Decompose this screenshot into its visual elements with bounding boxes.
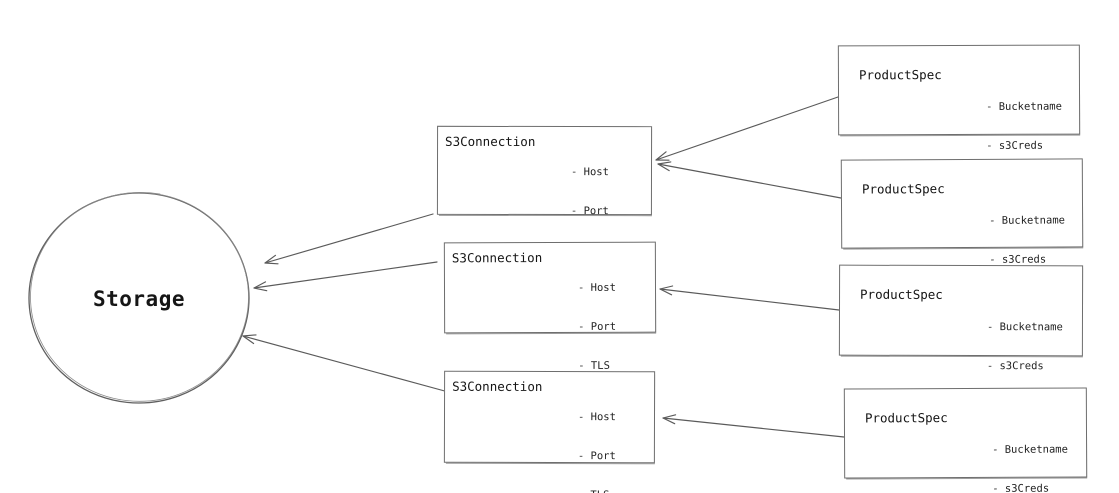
s3connection-title: S3Connection: [451, 250, 543, 266]
attribute-port: - Port: [570, 205, 609, 218]
attribute-s3creds: - s3Creds: [986, 360, 1044, 373]
arrow-productspec-3-to-s3connection-2: [659, 285, 840, 311]
attribute-host: - Host: [577, 411, 616, 424]
s3connection-box-3: S3Connection - Host - Port - TLS: [443, 370, 656, 493]
productspec-box-4: ProductSpec - Bucketname - s3Creds: [843, 387, 1088, 493]
s3connection-box-2: S3Connection - Host - Port - TLS: [443, 241, 657, 372]
arrow-s3connection-3-to-storage: [242, 334, 453, 394]
productspec-box-1: ProductSpec - Bucketname - s3Creds: [837, 44, 1081, 152]
productspec-title: ProductSpec: [861, 181, 945, 197]
productspec-title: ProductSpec: [864, 410, 948, 426]
productspec-box-3: ProductSpec - Bucketname - s3Creds: [838, 264, 1084, 372]
attribute-bucketname: - Bucketname: [989, 214, 1065, 227]
attribute-tls: - TLS: [578, 489, 616, 493]
arrow-productspec-4-to-s3connection-3: [662, 414, 845, 438]
attribute-bucketname: - Bucketname: [992, 443, 1068, 456]
attribute-port: - Port: [577, 450, 616, 463]
attribute-host: - Host: [577, 281, 616, 294]
arrow-s3connection-2-to-storage: [253, 261, 438, 292]
productspec-attributes: - Bucketname - s3Creds: [992, 418, 1068, 493]
attribute-bucketname: - Bucketname: [986, 100, 1062, 113]
productspec-attributes: - Bucketname - s3Creds: [987, 295, 1063, 399]
attribute-host: - Host: [570, 166, 609, 179]
s3connection-title: S3Connection: [452, 378, 543, 394]
productspec-title: ProductSpec: [858, 67, 942, 83]
attribute-s3creds: - s3Creds: [992, 482, 1050, 493]
s3connection-title: S3Connection: [445, 133, 536, 149]
attribute-s3creds: - s3Creds: [986, 139, 1044, 152]
s3connection-attributes: - Host - Port - TLS: [578, 385, 616, 493]
productspec-title: ProductSpec: [860, 286, 943, 302]
arrow-productspec-1-to-s3connection-1: [655, 96, 839, 161]
arrow-productspec-2-to-s3connection-1: [657, 161, 842, 199]
s3connection-box-1: S3Connection - Host - Port - TLS: [436, 125, 653, 256]
attribute-port: - Port: [578, 320, 617, 333]
arrow-s3connection-1-to-storage: [264, 213, 434, 265]
productspec-box-2: ProductSpec - Bucketname - s3Creds: [840, 158, 1084, 266]
storage-label: Storage: [92, 287, 185, 311]
storage-circle: [28, 192, 250, 404]
attribute-bucketname: - Bucketname: [986, 321, 1063, 334]
